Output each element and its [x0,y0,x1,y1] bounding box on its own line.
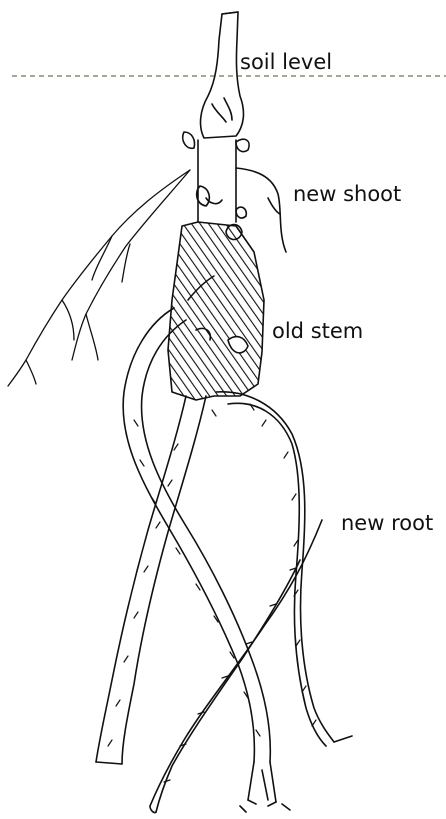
old-stem-label: old stem [272,321,363,342]
new-shoot-label: new shoot [293,184,401,205]
old-stem-hatched [168,222,264,400]
new-shoot [201,12,244,138]
root-texture-marks [108,404,316,782]
soil-level-label: soil level [240,52,332,73]
new-root-label: new root [341,513,433,534]
fine-roots [8,170,190,386]
